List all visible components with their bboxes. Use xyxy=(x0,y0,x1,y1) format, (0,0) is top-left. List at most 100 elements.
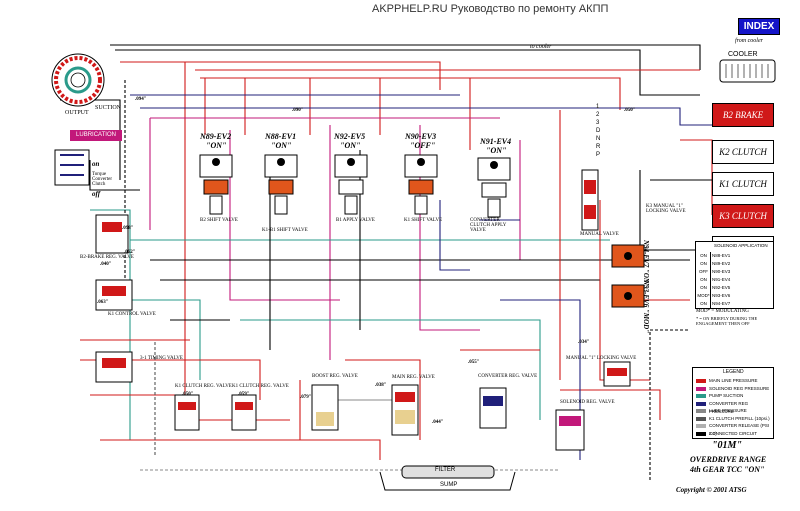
solenoid-n90-name: N90-EV3 xyxy=(405,132,437,141)
solenoid-n89-valve: B2 SHIFT VALVE xyxy=(200,218,238,223)
solenoid-n91-name: N91-EV4 xyxy=(480,137,512,146)
legend-item: MAIN LINE PRESSURE xyxy=(693,377,773,385)
gear-position: 2 xyxy=(596,112,600,118)
legend-swatch xyxy=(696,416,706,421)
legend-label: CONVERTER RELEASE (PSI 2.0) xyxy=(709,423,770,436)
legend-title: LEGEND xyxy=(723,369,744,375)
mod-note-2: * = ON BRIEFLY DURING THE ENGAGEMENT THE… xyxy=(696,316,758,326)
b2-brake-box: B2 BRAKE xyxy=(712,103,774,127)
solenoid-application-row: MOD*N93-EV6 xyxy=(696,292,773,300)
solenoid-state: MOD* xyxy=(697,292,711,300)
solenoid-n88-state: "ON" xyxy=(271,141,292,150)
solenoid-name: N88-EV1 xyxy=(712,253,731,258)
orifice-size: .055" xyxy=(468,360,480,365)
main-reg-valve-label: MAIN REG. VALVE xyxy=(392,375,435,380)
legend-item: SOLENOID REG PRESSURE xyxy=(693,385,773,393)
orifice-size: .062" xyxy=(124,250,136,255)
k3-manual-locking-label: K3 MANUAL "1" LOCKING VALVE xyxy=(646,204,686,214)
legend-swatch xyxy=(696,409,706,413)
legend-label: SOLENOID REG PRESSURE xyxy=(709,385,770,391)
suction-label: SUCTION xyxy=(95,105,122,111)
gear-position: P xyxy=(596,152,601,158)
gear-position: 1 xyxy=(596,104,600,110)
legend-label: CONVERTER REG PRESSURE xyxy=(709,400,749,414)
solenoid-n92-name: N92-EV5 xyxy=(334,132,366,141)
k1-clutch-reg-valve-label: K1 CLUTCH REG. VALVE xyxy=(175,384,232,389)
cooler-icon xyxy=(719,59,776,83)
solenoid-name: N94-EV7 xyxy=(712,301,731,306)
legend-item: CONVERTER REG PRESSURE xyxy=(693,400,773,414)
tcc-off-label: off xyxy=(92,190,101,198)
solenoid-n88-name: N88-EV1 xyxy=(265,132,297,141)
solenoid-reg-valve-icon xyxy=(555,409,585,451)
main-reg-valve-icon xyxy=(391,384,419,436)
solenoid-state: OFF xyxy=(697,268,711,276)
legend-swatch xyxy=(696,401,706,406)
mod-note-1: MOD* = MODULATING xyxy=(696,309,749,314)
solenoid-state: ON xyxy=(697,284,711,292)
code-label: "01M" xyxy=(712,440,742,451)
k1-clutch-reg-valve2-icon xyxy=(231,394,257,431)
orifice-size: .059" xyxy=(238,392,250,397)
legend-swatch xyxy=(696,394,706,398)
converter-reg-valve-label: CONVERTER REG. VALVE xyxy=(478,374,538,379)
k3-clutch-box: K3 CLUTCH xyxy=(712,204,774,228)
gear-position: D xyxy=(596,128,601,134)
legend-swatch xyxy=(696,424,706,428)
orifice-size: .090" xyxy=(292,108,304,113)
solenoid-n90-state: "OFF" xyxy=(410,141,436,150)
legend-item: CONVERTER RELEASE (PSI 2.0) xyxy=(693,422,773,436)
k1-clutch-reg-valve2-label: K1 CLUTCH REG. VALVE xyxy=(232,384,289,389)
legend-swatch xyxy=(696,386,706,391)
solenoid-state: ON xyxy=(697,260,711,268)
solenoid-reg-valve-label: SOLENOID REG. VALVE xyxy=(560,400,615,405)
solenoid-n90-ev3 xyxy=(404,154,438,215)
range-line-2: 4th GEAR TCC "ON" xyxy=(690,465,765,474)
legend-item: K1 CLUTCH PREFILL (10psi.) xyxy=(693,415,773,423)
copyright: Copyright © 2001 ATSG xyxy=(676,486,747,494)
from-cooler-label: from cooler xyxy=(735,38,763,44)
torque-converter-icon xyxy=(54,149,90,186)
solenoid-n93-ev6 xyxy=(611,284,645,308)
filter-label: FILTER xyxy=(435,467,456,473)
solenoid-name: N89-EV2 xyxy=(712,261,731,266)
b2-brake-reg-valve-label: B2-BRAKE REG. VALVE xyxy=(80,255,134,260)
legend-swatch xyxy=(696,379,706,383)
gear-position: 3 xyxy=(596,120,600,126)
index-button[interactable]: INDEX xyxy=(738,18,780,35)
pump-gear-icon xyxy=(51,53,105,107)
solenoid-state: ON xyxy=(697,276,711,284)
solenoid-n91-valve: CONVERTER CLUTCH APPLY VALVE xyxy=(470,218,507,233)
filter-icon xyxy=(401,465,495,479)
solenoid-name: N91-EV4 xyxy=(712,277,731,282)
solenoid-name: N93-EV6 xyxy=(712,293,731,298)
solenoid-n92-ev5 xyxy=(334,154,368,215)
solenoid-state: ON xyxy=(697,300,711,308)
solenoid-n88-ev1 xyxy=(264,154,298,215)
orifice-size: .094" xyxy=(135,97,147,102)
gear-position: R xyxy=(596,144,601,150)
gear-position: N xyxy=(596,136,601,142)
timing-valve-label: 3-1 TIMING VALVE xyxy=(140,356,183,361)
tcc-on-label: on xyxy=(92,160,100,168)
solenoid-n88-valve: K1-B1 SHIFT VALVE xyxy=(262,228,308,233)
legend-swatch xyxy=(696,431,706,436)
solenoid-n89-ev2 xyxy=(199,154,233,215)
page-header: AKPPHELP.RU Руководство по ремонту АКПП xyxy=(372,3,609,15)
solenoid-n90-valve: K1 SHIFT VALVE xyxy=(404,218,443,223)
sump-icon xyxy=(379,471,516,491)
k1-control-valve-label: K1 CONTROL VALVE xyxy=(108,312,156,317)
legend-label: K1 CLUTCH PREFILL (10psi.) xyxy=(709,415,770,421)
solenoid-n89-state: "ON" xyxy=(206,141,227,150)
legend-label: MAIN LINE PRESSURE xyxy=(709,378,758,383)
boost-reg-valve-icon xyxy=(311,384,339,431)
b2-brake-reg-valve-icon xyxy=(95,214,129,254)
orifice-size: .040" xyxy=(100,262,112,267)
boost-reg-valve-label: BOOST REG. VALVE xyxy=(312,374,358,379)
